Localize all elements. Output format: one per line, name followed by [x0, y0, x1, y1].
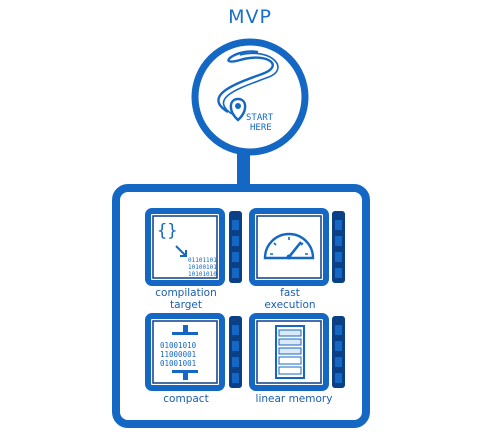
binary-line: 01001001 [160, 359, 196, 368]
speedometer-icon [263, 232, 315, 260]
binary-line: 11000001 [160, 350, 196, 359]
clamp-icon [172, 325, 198, 380]
location-pin-icon [229, 97, 247, 122]
start-label-2: HERE [250, 123, 272, 133]
module-caption-fast-execution: fast execution [264, 287, 316, 311]
module-caption-compilation-target: compilation target [155, 287, 217, 311]
module-caption-linear-memory: linear memory [255, 393, 333, 405]
start-label: START [246, 113, 274, 123]
binary-line: 10100101 [188, 264, 217, 271]
road-icon [217, 50, 274, 114]
module-linear-memory [249, 313, 345, 391]
module-compilation-target: {} 01101101 10100101 10101010 [145, 208, 242, 286]
connector-stem [237, 150, 250, 190]
module-compact: 01001010 11000001 01001001 [145, 313, 242, 391]
binary-line: 01101101 [188, 257, 217, 264]
module-caption-compact: compact [163, 393, 209, 405]
diagram-title: MVP [228, 6, 272, 28]
module-fast-execution [249, 208, 345, 286]
braces-icon: {} [157, 221, 177, 241]
memory-bank-icon [275, 325, 305, 379]
road-edge [222, 52, 279, 115]
binary-line: 01001010 [160, 341, 197, 350]
binary-line: 10101010 [188, 271, 217, 278]
arrow-icon [175, 245, 187, 257]
